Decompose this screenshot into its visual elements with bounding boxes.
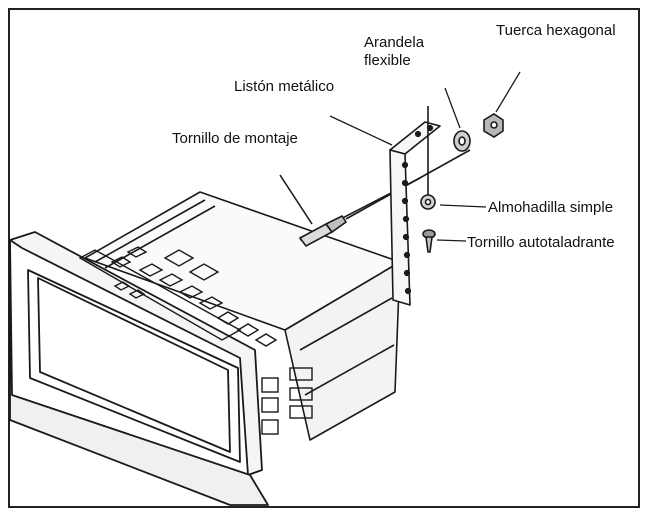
radio-chassis: [84, 191, 401, 441]
label-self-tapping-screw: Tornillo autotaladrante: [467, 234, 615, 251]
label-metal-strap: Listón metálico: [234, 78, 335, 95]
label-flexible-washer-line1: Arandela: [364, 34, 425, 51]
label-flexible-washer: Arandela flexible: [364, 34, 424, 70]
label-mounting-bolt: Tornillo de montaje: [172, 130, 298, 147]
hex-nut: [483, 113, 504, 138]
flexible-washer: [453, 130, 471, 152]
simple-pad: [420, 194, 436, 210]
leader-lines: [329, 71, 521, 242]
front-bezel: [9, 231, 269, 506]
metal-strap: [389, 121, 441, 306]
label-hex-nut: Tuerca hexagonal: [496, 22, 616, 39]
self-tapping-screw: [422, 106, 436, 253]
label-flexible-washer-line2: flexible: [364, 52, 411, 69]
label-simple-pad: Almohadilla simple: [488, 199, 614, 216]
sleeve-tabs: [78, 246, 278, 347]
frame-border: [8, 8, 640, 508]
rear-connectors: [261, 367, 313, 435]
